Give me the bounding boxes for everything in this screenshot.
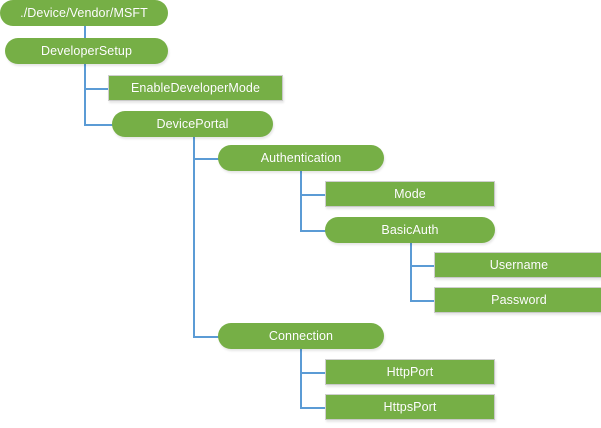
node-username[interactable]: Username bbox=[434, 252, 601, 278]
connector-basicauth-to-password bbox=[410, 300, 436, 302]
connector-connection-trunk bbox=[300, 349, 302, 407]
node-basicauth[interactable]: BasicAuth bbox=[325, 217, 495, 243]
node-mode[interactable]: Mode bbox=[325, 181, 495, 207]
connector-authentication-to-basicauth bbox=[300, 230, 332, 232]
node-httpsport[interactable]: HttpsPort bbox=[325, 394, 495, 420]
connector-basicauth-trunk bbox=[410, 243, 412, 300]
node-root-label: ./Device/Vendor/MSFT bbox=[20, 6, 148, 20]
connector-deviceportal-trunk bbox=[193, 137, 195, 336]
connector-connection-to-httpsport bbox=[300, 407, 327, 409]
connector-deviceportal-to-connection bbox=[193, 336, 223, 338]
connector-authentication-trunk bbox=[300, 171, 302, 230]
node-httpport-label: HttpPort bbox=[386, 365, 434, 379]
connector-developersetup-to-enabledevelopermode bbox=[84, 88, 110, 90]
node-httpsport-label: HttpsPort bbox=[383, 400, 437, 414]
node-password[interactable]: Password bbox=[434, 287, 601, 313]
connector-basicauth-to-username bbox=[410, 265, 436, 267]
node-authentication[interactable]: Authentication bbox=[218, 145, 384, 171]
node-enabledevelopermode[interactable]: EnableDeveloperMode bbox=[108, 75, 283, 101]
connector-deviceportal-to-authentication bbox=[193, 158, 223, 160]
node-root[interactable]: ./Device/Vendor/MSFT bbox=[0, 0, 168, 26]
connector-root-to-developersetup bbox=[84, 26, 86, 38]
node-developersetup[interactable]: DeveloperSetup bbox=[5, 38, 168, 64]
connector-authentication-to-mode bbox=[300, 194, 327, 196]
node-connection[interactable]: Connection bbox=[218, 323, 384, 349]
connector-developersetup-to-deviceportal bbox=[84, 124, 114, 126]
node-httpport[interactable]: HttpPort bbox=[325, 359, 495, 385]
node-connection-label: Connection bbox=[268, 329, 334, 343]
node-authentication-label: Authentication bbox=[260, 151, 342, 165]
node-password-label: Password bbox=[491, 293, 547, 307]
node-mode-label: Mode bbox=[394, 187, 426, 201]
node-deviceportal[interactable]: DevicePortal bbox=[112, 111, 273, 137]
node-developersetup-label: DeveloperSetup bbox=[40, 44, 133, 58]
node-username-label: Username bbox=[489, 258, 549, 272]
node-basicauth-label: BasicAuth bbox=[381, 223, 439, 237]
node-deviceportal-label: DevicePortal bbox=[156, 117, 229, 131]
connector-connection-to-httpport bbox=[300, 372, 327, 374]
node-enabledevelopermode-label: EnableDeveloperMode bbox=[130, 81, 261, 95]
connector-developersetup-trunk bbox=[84, 64, 86, 124]
